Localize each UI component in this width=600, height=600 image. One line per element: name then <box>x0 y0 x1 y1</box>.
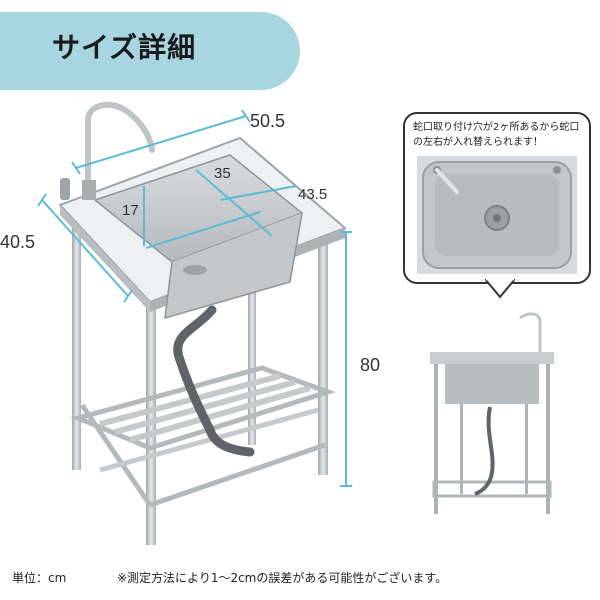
page-title: サイズ詳細 <box>52 31 197 64</box>
dimension-basin-height: 17 <box>122 202 139 219</box>
dimension-basin-depth: 43.5 <box>298 186 328 203</box>
dimension-basin-width: 35 <box>214 165 231 182</box>
sink-top-view-photo <box>417 156 577 274</box>
dimension-height: 80 <box>360 355 381 375</box>
inset-note: 蛇口取り付け穴が2ヶ所あるから蛇口の左右が入れ替えられます！ <box>413 122 580 148</box>
sink-main-illustration <box>37 101 352 545</box>
dimension-width: 50.5 <box>250 111 286 131</box>
inset-pointer <box>485 279 515 299</box>
unit-label: 単位：cm <box>12 571 67 585</box>
title-banner <box>0 12 300 90</box>
sink-product-photo <box>430 312 554 514</box>
dimension-depth: 40.5 <box>0 232 36 252</box>
measurement-note: ※測定方法により1～2cmの誤差がある可能性がございます。 <box>117 571 448 585</box>
inset-panel: 蛇口取り付け穴が2ヶ所あるから蛇口の左右が入れ替えられます！ <box>403 112 591 284</box>
